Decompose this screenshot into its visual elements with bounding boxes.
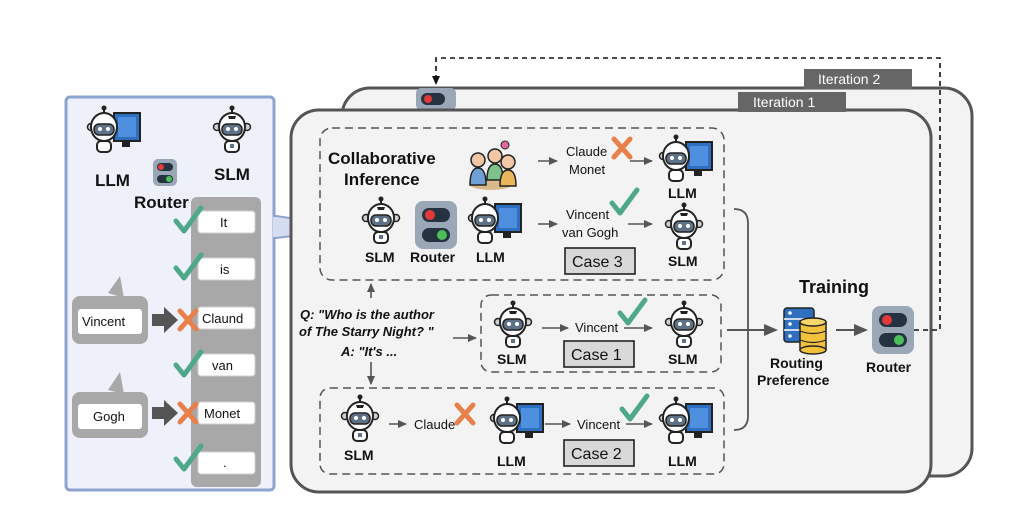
case2-vincent-text: Vincent — [577, 417, 621, 432]
token-claund: Claund — [202, 311, 243, 326]
arrow-icon — [152, 400, 178, 426]
case-3-badge — [564, 247, 636, 275]
case1-slm-label: SLM — [497, 351, 527, 367]
question-text: Q: "Who is the author — [300, 307, 435, 322]
cases-bracket — [733, 208, 749, 431]
database-icon — [783, 307, 827, 355]
left-llm-label: LLM — [95, 171, 130, 190]
collaborative-inference-box — [319, 127, 725, 281]
router-icon — [415, 201, 457, 249]
vincent-van-gogh-text: Vincent — [566, 207, 610, 222]
routing-preference-label-2: Preference — [757, 372, 830, 388]
left-slm-label: SLM — [214, 165, 250, 184]
token-column — [191, 197, 261, 487]
top-llm-label: LLM — [668, 185, 697, 201]
svg-text:Vincent: Vincent — [82, 314, 126, 329]
token-row: Claund — [180, 306, 256, 329]
token-row: van — [176, 352, 256, 376]
training-title: Training — [799, 277, 869, 297]
answer-text: A: "It's ... — [340, 344, 397, 359]
token-van: van — [212, 358, 233, 373]
token-row: . — [176, 446, 256, 475]
people-group-icon — [469, 140, 517, 190]
case-2-badge — [563, 439, 635, 467]
token-monet: Monet — [204, 406, 241, 421]
iteration-1-label: Iteration 1 — [753, 94, 815, 110]
left-router-label: Router — [134, 193, 189, 212]
case2-llm-label: LLM — [497, 453, 526, 469]
mid-slm-label: SLM — [668, 253, 698, 269]
case-1-label: Case 1 — [571, 347, 622, 364]
case-1-box — [480, 294, 722, 373]
collab-slm-label: SLM — [365, 249, 395, 265]
token-row: It — [176, 208, 256, 234]
question-text-2: of The Starry Night? " — [299, 324, 435, 339]
feedback-loop-arrow — [432, 57, 941, 331]
case1-slm-label-2: SLM — [668, 351, 698, 367]
router-tab-icon — [416, 88, 456, 110]
routing-preference-label: Routing — [770, 355, 823, 371]
token-is: is — [220, 262, 230, 277]
collab-title: Collaborative — [328, 149, 436, 168]
token-row: Monet — [180, 401, 256, 425]
claude-monet-text-2: Monet — [569, 162, 606, 177]
case-2-label: Case 2 — [571, 446, 622, 463]
case-2-box — [319, 387, 725, 475]
arrow-icon — [152, 307, 178, 333]
case2-slm-label: SLM — [344, 447, 374, 463]
svg-text:Gogh: Gogh — [93, 409, 125, 424]
vincent-van-gogh-text-2: van Gogh — [562, 225, 618, 240]
case2-llm-label-2: LLM — [668, 453, 697, 469]
speech-bubble-vincent: Vincent — [72, 276, 148, 344]
case-3-label: Case 3 — [572, 254, 623, 271]
case2-claude-text: Claude — [414, 417, 455, 432]
case1-vincent-text: Vincent — [575, 320, 619, 335]
training-router-label: Router — [866, 359, 912, 375]
token-period: . — [223, 455, 227, 470]
router-small-icon — [153, 159, 177, 186]
collab-title-2: Inference — [344, 170, 420, 189]
iteration-2-label: Iteration 2 — [818, 71, 880, 87]
case-1-badge — [563, 340, 635, 368]
token-row: is — [176, 255, 256, 281]
token-it: It — [220, 215, 228, 230]
claude-monet-text: Claude — [566, 144, 607, 159]
collab-router-label: Router — [410, 249, 456, 265]
speech-bubble-gogh: Gogh — [72, 372, 148, 438]
router-icon — [872, 306, 914, 354]
collab-llm-label: LLM — [476, 249, 505, 265]
